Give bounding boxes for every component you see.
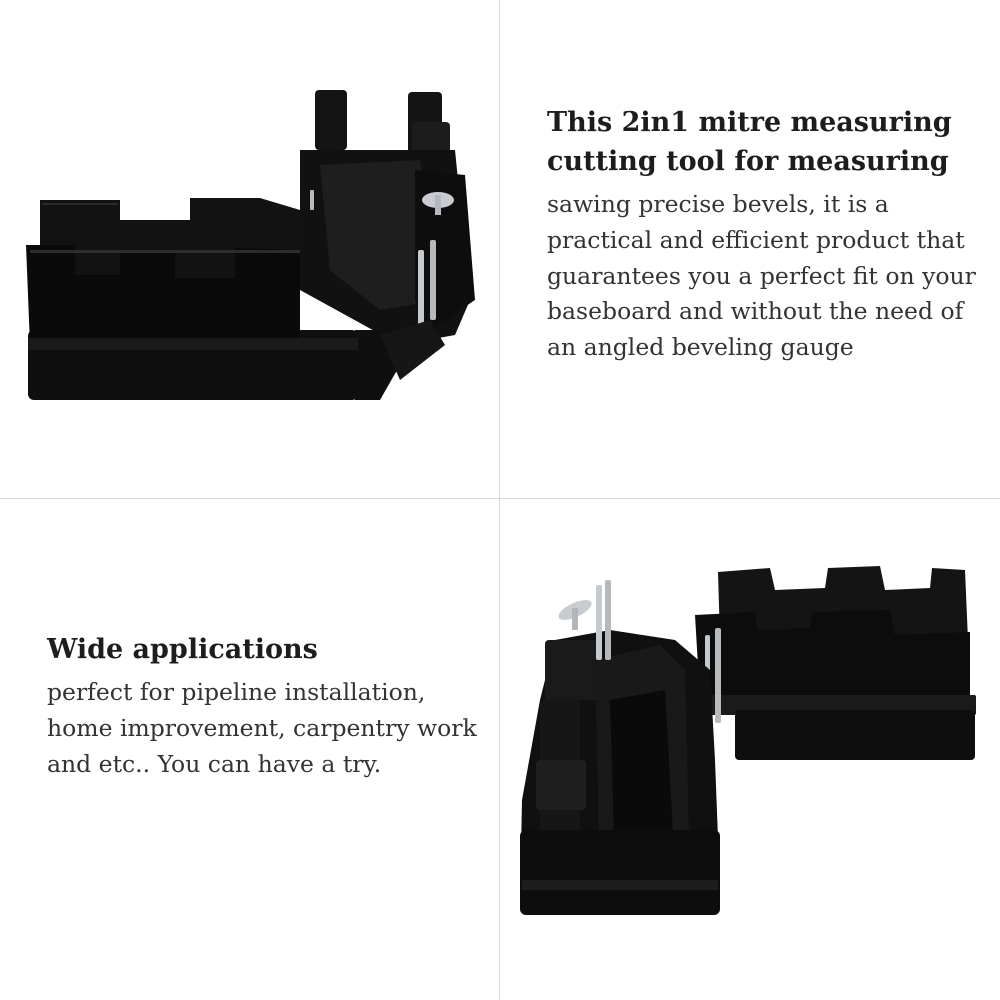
product-photo-top <box>0 0 500 500</box>
feature-panel-top: This 2in1 mitre measuring cutting tool f… <box>500 0 1000 500</box>
applications-heading: Wide applications <box>47 634 318 665</box>
product-photo-bottom <box>500 500 1000 1000</box>
applications-body: perfect for pipeline installation, home … <box>47 678 477 778</box>
vertical-divider <box>499 0 500 1000</box>
feature-description: This 2in1 mitre measuring cutting tool f… <box>547 103 977 366</box>
feature-heading: This 2in1 mitre measuring cutting tool f… <box>547 107 952 177</box>
feature-body: sawing precise bevels, it is a practical… <box>547 190 976 362</box>
horizontal-divider <box>0 498 1000 499</box>
applications-description: Wide applications perfect for pipeline i… <box>47 630 477 782</box>
mitre-tool-split-image <box>520 566 976 915</box>
mitre-tool-image <box>26 90 475 400</box>
applications-panel: Wide applications perfect for pipeline i… <box>0 500 500 1000</box>
